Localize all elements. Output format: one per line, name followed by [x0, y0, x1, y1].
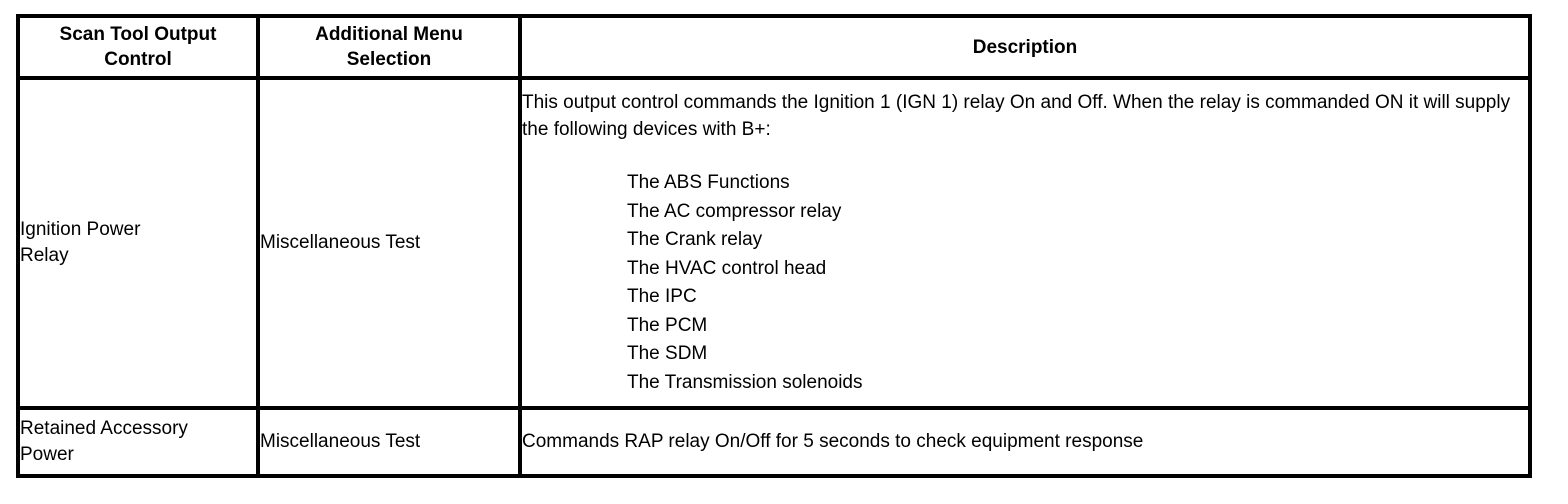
- list-item: The ABS Functions: [627, 172, 790, 193]
- menu-selection-label: Miscellaneous Test: [260, 232, 421, 253]
- list-item: The SDM: [627, 343, 708, 364]
- column-header-scan-tool-output-control: Scan Tool Output Control: [16, 14, 256, 80]
- column-header-description: Description: [518, 14, 1532, 80]
- description-paragraph: This output control commands the Ignitio…: [522, 92, 1516, 140]
- control-name-line-1: Ignition Power: [20, 219, 141, 240]
- list-item: The AC compressor relay: [627, 200, 842, 222]
- list-item: The Transmission solenoids: [627, 371, 863, 393]
- column-header-line-2: Control: [104, 49, 172, 70]
- table-row: Ignition Power Relay Miscellaneous Test …: [16, 80, 1532, 410]
- list-item: The IPC: [627, 286, 697, 307]
- cell-description-ignition-power-relay: This output control commands the Ignitio…: [518, 80, 1532, 410]
- column-header-additional-menu-selection: Additional Menu Selection: [256, 14, 518, 80]
- cell-control-retained-accessory-power: Retained Accessory Power: [16, 410, 256, 478]
- list-item: The Crank relay: [627, 229, 763, 250]
- table-row: Retained Accessory Power Miscellaneous T…: [16, 410, 1532, 478]
- table-header-row: Scan Tool Output Control Additional Menu…: [16, 14, 1532, 80]
- control-name-line-2: Relay: [20, 245, 69, 266]
- menu-selection-label: Miscellaneous Test: [260, 431, 421, 452]
- column-header-line-2: Selection: [346, 49, 432, 70]
- control-name-line-1: Retained Accessory: [20, 418, 188, 439]
- supplied-devices-list: The ABS Functions The AC compressor rela…: [522, 169, 1528, 397]
- column-header-line-1: Additional Menu: [315, 24, 463, 45]
- description-text: Commands RAP relay On/Off for 5 seconds …: [522, 431, 1144, 452]
- cell-menu-selection-miscellaneous-test: Miscellaneous Test: [256, 80, 518, 410]
- list-item: The PCM: [627, 314, 708, 336]
- control-name-line-2: Power: [20, 444, 74, 465]
- cell-description-retained-accessory-power: Commands RAP relay On/Off for 5 seconds …: [518, 410, 1532, 478]
- column-header-label: Description: [972, 36, 1078, 58]
- cell-control-ignition-power-relay: Ignition Power Relay: [16, 80, 256, 410]
- list-item: The HVAC control head: [627, 257, 827, 279]
- column-header-line-1: Scan Tool Output: [59, 24, 217, 45]
- scan-tool-output-control-table: Scan Tool Output Control Additional Menu…: [16, 14, 1532, 478]
- cell-menu-selection-miscellaneous-test: Miscellaneous Test: [256, 410, 518, 478]
